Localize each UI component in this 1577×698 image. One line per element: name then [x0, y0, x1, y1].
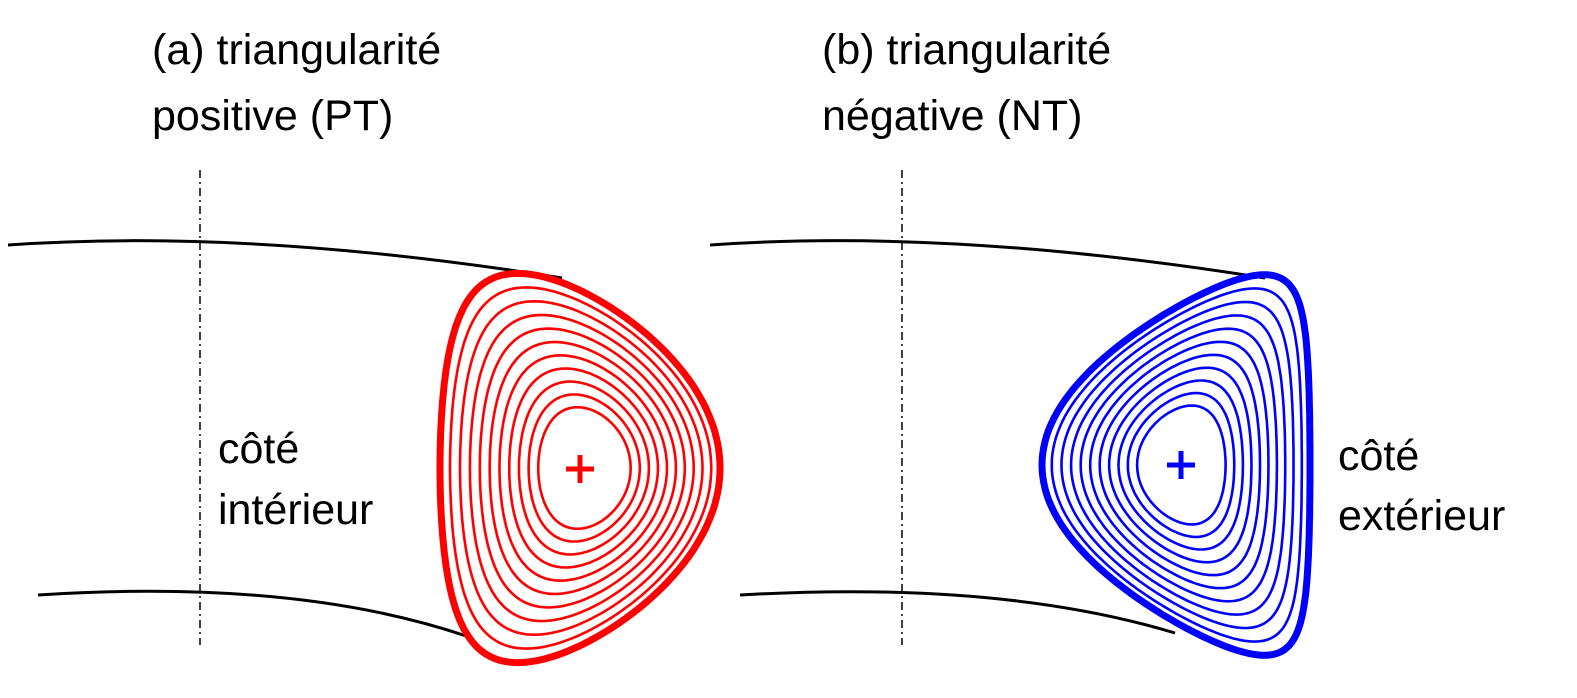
upper-wall-a [7, 239, 563, 280]
flux-surface [468, 313, 696, 623]
flux-surface [458, 299, 704, 637]
flux-surface [1098, 353, 1262, 577]
flux-surface [1135, 404, 1227, 526]
flux-surface [478, 327, 687, 609]
flux-surface [1117, 379, 1245, 551]
last-closed-flux-surface [436, 269, 724, 667]
flux-surface [488, 340, 678, 596]
flux-surface [1088, 340, 1270, 590]
flux-surface [1126, 391, 1236, 539]
flux-surfaces-pt [436, 269, 724, 667]
panel-b-title-line1: (b) triangularité [822, 26, 1111, 74]
flux-surface [1107, 366, 1253, 564]
inner-side-label-line1: côté [218, 425, 299, 473]
flux-surface [537, 405, 633, 531]
flux-surface [1079, 327, 1279, 603]
outer-side-label-line2: extérieur [1338, 492, 1505, 540]
panel-b-title-line2: négative (NT) [822, 92, 1082, 140]
panel-negative-triangularity: (b) triangularité négative (NT) côté ext… [709, 26, 1505, 659]
flux-surface [498, 354, 669, 582]
upper-wall-b [709, 239, 1266, 280]
flux-surface [1050, 287, 1304, 643]
panel-a-title-line1: (a) triangularité [152, 26, 441, 74]
flux-surface [1060, 300, 1295, 630]
flux-surface [517, 380, 651, 556]
flux-surface [1069, 314, 1287, 616]
flux-surface [527, 393, 642, 543]
flux-surface [448, 286, 713, 650]
panel-a-title-line2: positive (PT) [152, 92, 393, 140]
flux-surface [508, 367, 660, 569]
lower-wall-b [739, 590, 1176, 635]
flux-surfaces-nt [1038, 271, 1314, 659]
lower-wall-a [37, 589, 473, 640]
panel-positive-triangularity: (a) triangularité positive (PT) côté int… [7, 26, 724, 667]
outer-side-label-line1: côté [1338, 432, 1419, 480]
magnetic-axis-marker-a [566, 455, 594, 483]
inner-side-label-line2: intérieur [218, 486, 373, 534]
magnetic-axis-marker-b [1167, 451, 1195, 479]
last-closed-flux-surface [1038, 271, 1314, 659]
